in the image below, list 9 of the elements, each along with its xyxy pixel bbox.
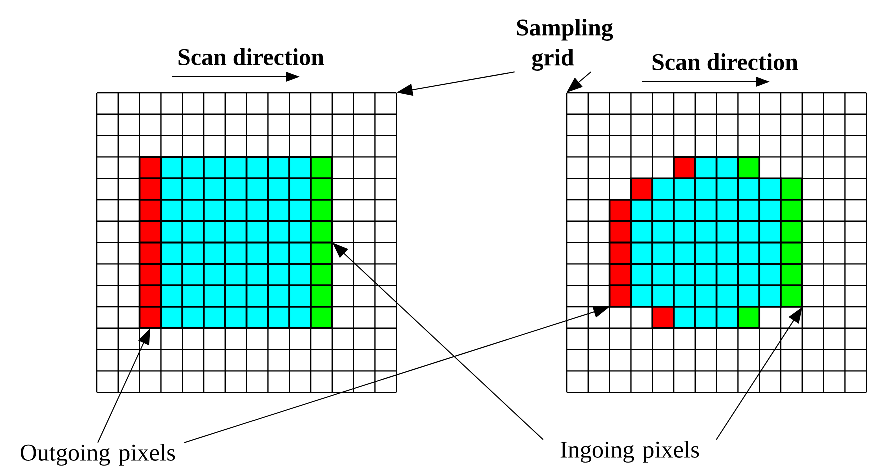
text-label: Ingoing pixels: [560, 441, 700, 463]
heading: Scan direction: [178, 48, 324, 66]
text-label: Sampling grid: [517, 19, 614, 71]
heading: Scan direction: [652, 54, 798, 70]
pixel-column: [138, 156, 162, 330]
pixel-cell: [608, 284, 632, 308]
pixel-column: [310, 156, 334, 330]
pixel-cell: [780, 284, 804, 308]
text-label: Outgoing pixels: [21, 444, 176, 466]
